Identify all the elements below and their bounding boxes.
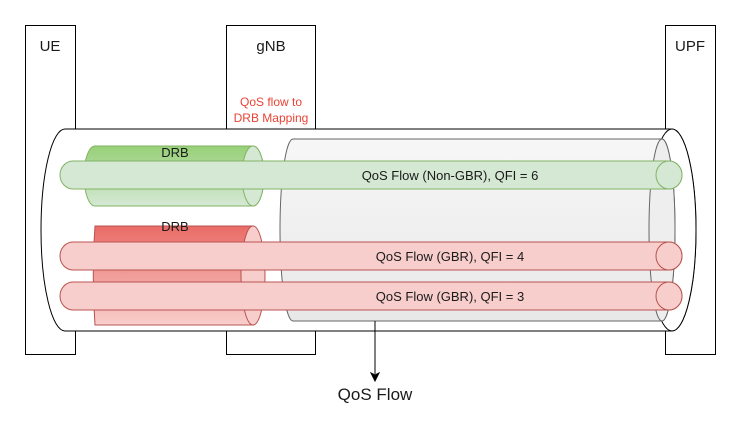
mapping-note-line2: DRB Mapping [234,111,309,125]
qos-flow-gbr-3-label: QoS Flow (GBR), QFI = 3 [376,289,524,304]
qos-flow-gbr-4-label: QoS Flow (GBR), QFI = 4 [376,249,524,264]
qos-flow-non-gbr: QoS Flow (Non-GBR), QFI = 6 [59,160,683,190]
qos-flow-bottom-label: QoS Flow [338,385,413,404]
qos-flow-gbr-4: QoS Flow (GBR), QFI = 4 [59,241,683,271]
upf-label: UPF [675,38,705,55]
qos-flow-non-gbr-label: QoS Flow (Non-GBR), QFI = 6 [362,168,539,183]
ue-label: UE [40,38,61,55]
drb-red-label: DRB [161,219,188,234]
mapping-note: QoS flow to DRB Mapping [229,93,313,127]
qos-flow-gbr-3: QoS Flow (GBR), QFI = 3 [59,281,683,311]
drb-green-label: DRB [161,145,188,160]
gnb-label: gNB [256,38,285,55]
qos-flow-arrow [369,321,381,383]
mapping-note-line1: QoS flow to [240,95,302,109]
